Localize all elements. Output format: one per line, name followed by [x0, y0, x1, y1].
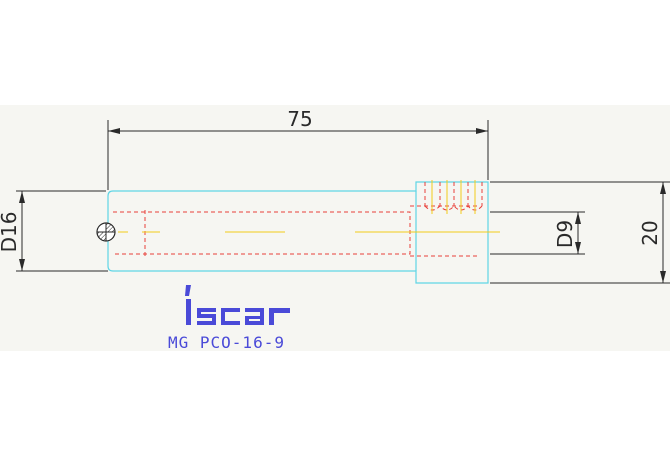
section-symbol [96, 222, 116, 242]
height-right-label: 20 [638, 220, 662, 245]
part-outline [107, 181, 489, 284]
model-label: MG PCO-16-9 [168, 333, 285, 352]
center-lines [118, 180, 500, 233]
diameter-bore-label: D9 [553, 220, 577, 248]
bore-hidden [113, 211, 411, 255]
dimension-lines [16, 120, 670, 284]
groove-hidden [424, 205, 483, 211]
hidden-lines [113, 182, 483, 257]
shank-outline [107, 181, 489, 284]
length-dimension-label: 75 [287, 107, 312, 131]
diameter-left-label: D16 [0, 212, 21, 253]
brand-logo [185, 285, 290, 325]
